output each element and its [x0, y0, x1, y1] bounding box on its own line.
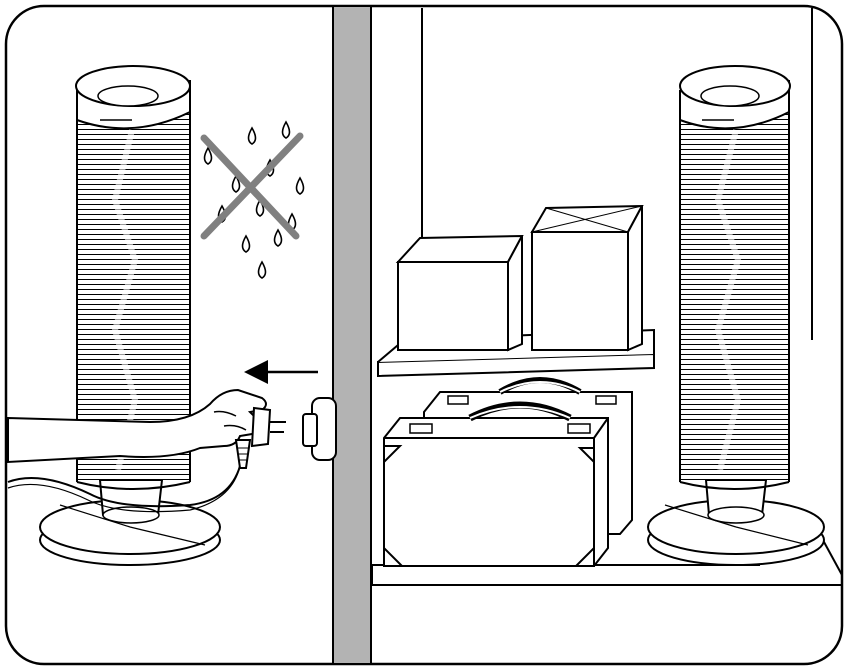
- box-left: [395, 234, 524, 352]
- power-cord: [7, 465, 241, 508]
- box-right: [530, 204, 644, 352]
- cross-out-icon: [200, 132, 304, 240]
- plug-icon: [234, 406, 286, 469]
- water-drop-icon: [273, 228, 283, 247]
- water-drop-icon: [257, 260, 267, 279]
- divider-wall: [332, 5, 372, 665]
- storage-cabinet: [371, 8, 843, 586]
- hand-with-plug: [7, 388, 286, 469]
- water-drop-icon: [281, 120, 291, 139]
- suitcase-front: [383, 401, 609, 567]
- wall-socket-icon: [302, 397, 337, 461]
- arrow-left-icon: [244, 360, 318, 384]
- water-drop-icon: [231, 174, 241, 193]
- water-drop-icon: [247, 126, 257, 145]
- water-drop-icon: [295, 176, 305, 195]
- right-fan-body: [679, 65, 791, 490]
- left-panel: [7, 65, 337, 566]
- water-drop-icon: [241, 234, 251, 253]
- water-drop-icon: [203, 146, 213, 165]
- right-fan-base: [647, 479, 825, 566]
- right-panel: [371, 8, 843, 586]
